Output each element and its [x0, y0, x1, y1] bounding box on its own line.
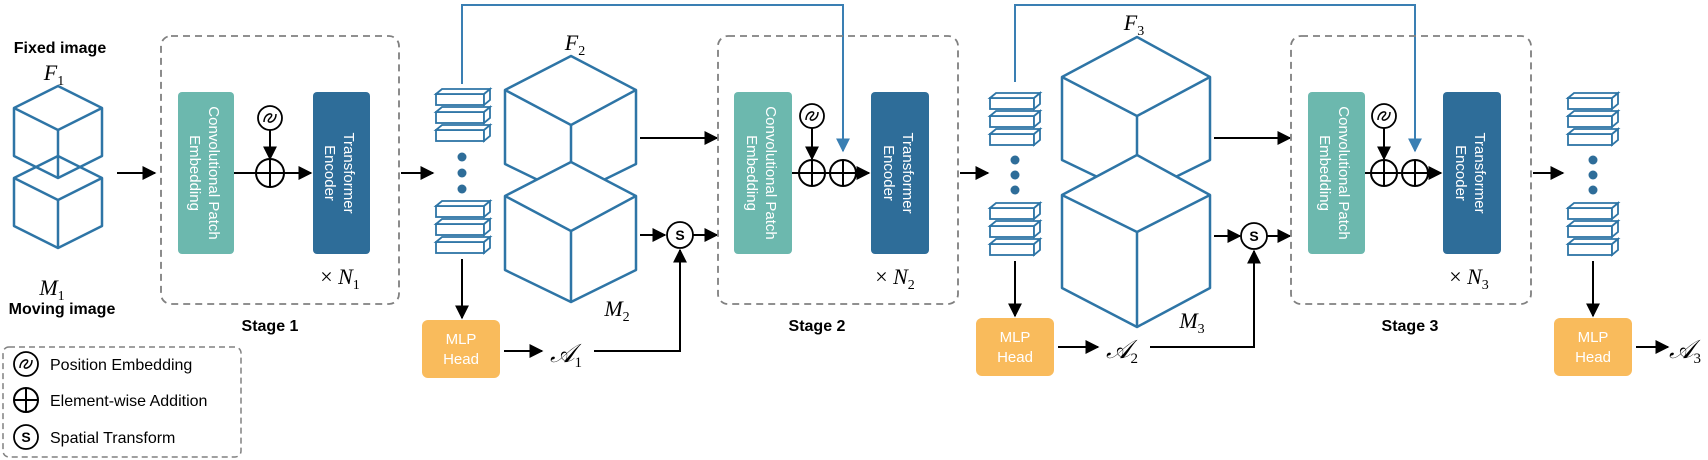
svg-text:TransformerEncoder: TransformerEncoder [321, 132, 357, 213]
stage1-transformer-label-1: Transformer [340, 132, 357, 213]
spatial-transform-1-icon: S [666, 221, 694, 249]
moving-cube-3 [1060, 153, 1212, 329]
mlp-head-3 [1554, 318, 1632, 376]
moving-image-label: Moving image [9, 301, 116, 318]
skip-connection-2 [1014, 4, 1422, 153]
input-fixed-cube [12, 84, 104, 180]
legend-addition-icon [13, 387, 39, 413]
svg-text:S: S [675, 227, 684, 243]
stage2-box [717, 35, 959, 305]
stage2-position-embedding-icon [799, 103, 825, 129]
stage3-repeat: × N3 [1449, 264, 1489, 293]
svg-text:Convolutional PatchEmbedding: Convolutional PatchEmbedding [743, 106, 779, 239]
stage1-repeat: × N1 [320, 264, 360, 293]
token-ellipsis-1 [457, 152, 467, 194]
stage1-transformer-encoder [313, 92, 370, 254]
fixed-image-label: Fixed image [14, 40, 107, 57]
svg-text:TransformerEncoder: TransformerEncoder [880, 132, 916, 213]
spatial-transform-2-icon: S [1240, 222, 1268, 250]
stage1-conv-patch-embedding [178, 92, 234, 254]
moving-image-symbol: M1 [38, 275, 64, 304]
token-sequence-2 [987, 91, 1043, 257]
stage1-box [160, 35, 400, 305]
stage2-conv-patch-embedding [734, 92, 792, 254]
legend-element-wise-addition: Element-wise Addition [50, 393, 207, 410]
fixed-cube-2-symbol: F2 [564, 30, 585, 59]
token-ellipsis-3 [1588, 155, 1598, 195]
stage3-label: Stage 3 [1382, 318, 1439, 335]
mlp-head-1 [422, 320, 500, 378]
stage2-transformer-encoder [871, 92, 929, 254]
stage1-conv-label-2: Embedding [186, 135, 203, 211]
moving-cube-2-symbol: M2 [603, 296, 629, 325]
stage1-position-embedding-icon [257, 105, 283, 131]
input-moving-cube [12, 154, 104, 250]
affine-matrix-1: 𝒜1 [550, 339, 582, 371]
svg-text:S: S [1249, 228, 1258, 244]
svg-text:Convolutional PatchEmbedding: Convolutional PatchEmbedding [1316, 106, 1352, 239]
stage3-conv-patch-embedding [1308, 92, 1365, 254]
fixed-cube-3-symbol: F3 [1123, 10, 1144, 39]
fixed-image-symbol: F1 [43, 60, 64, 89]
stage3-skip-addition-icon [1401, 159, 1429, 187]
token-sequence-1 [433, 87, 493, 255]
legend-spatial-transform-icon: S [13, 424, 39, 450]
token-ellipsis-2 [1010, 155, 1020, 195]
stage1-transformer-label-2: Encoder [321, 145, 338, 201]
stage2-repeat: × N2 [875, 264, 915, 293]
mlp-head-2 [976, 318, 1054, 376]
affine-matrix-3: 𝒜3 [1669, 335, 1701, 367]
legend-position-embedding-icon [13, 351, 39, 377]
legend-box [2, 346, 242, 458]
legend-spatial-transform: Spatial Transform [50, 430, 175, 447]
svg-text:S: S [21, 429, 30, 445]
stage3-addition-icon [1370, 159, 1398, 187]
stage1-addition-icon [255, 158, 285, 188]
stage2-label: Stage 2 [789, 318, 846, 335]
fixed-cube-2 [503, 54, 638, 198]
stage2-skip-addition-icon [829, 159, 857, 187]
token-sequence-3 [1565, 91, 1621, 257]
stage1-label: Stage 1 [242, 318, 299, 335]
legend-position-embedding: Position Embedding [50, 357, 192, 374]
affine-matrix-2: 𝒜2 [1106, 335, 1138, 367]
stage3-box [1290, 35, 1532, 305]
stage3-position-embedding-icon [1371, 103, 1397, 129]
svg-text:Convolutional PatchEmbedding: Convolutional PatchEmbedding [186, 106, 222, 239]
stage3-transformer-encoder [1443, 92, 1501, 254]
moving-cube-3-symbol: M3 [1178, 308, 1204, 337]
svg-text:TransformerEncoder: TransformerEncoder [1452, 132, 1488, 213]
moving-cube-2 [503, 160, 638, 304]
stage1-conv-label-1: Convolutional Patch [205, 106, 222, 239]
stage2-addition-icon [798, 159, 826, 187]
skip-connection-1 [461, 4, 850, 153]
